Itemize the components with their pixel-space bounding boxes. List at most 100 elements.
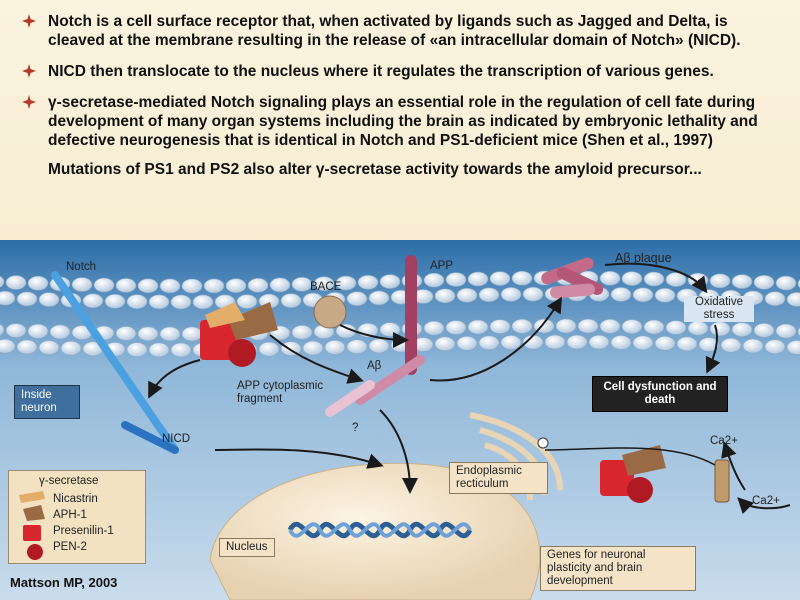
lipid-head — [500, 335, 522, 350]
lipid-head — [0, 338, 16, 354]
bace-enzyme — [313, 295, 347, 329]
arrow-secretase-to-app — [269, 334, 364, 384]
gamma-secretase-legend: γ-secretase Nicastrin APH-1 Presenilin-1… — [8, 470, 146, 564]
arrow-abeta-to-plaque — [429, 296, 563, 382]
arrow-calcium-in — [721, 441, 746, 491]
lipid-head — [71, 277, 93, 292]
label-oxidative-stress: Oxidative stress — [684, 296, 754, 322]
lipid-head — [0, 275, 5, 288]
lipid-head — [280, 293, 302, 308]
legend-title: γ-secretase — [39, 475, 99, 487]
lipid-head — [621, 319, 643, 334]
label-abeta-plaque: Aβ plaque — [615, 251, 672, 265]
lipid-head — [379, 322, 401, 337]
lipid-head — [478, 335, 500, 351]
label-cell-dysfunction: Cell dysfunction and death — [592, 376, 728, 412]
lipid-head — [181, 278, 203, 294]
lipid-head — [181, 326, 203, 342]
arrow-stress-to-dysfunction — [705, 324, 721, 374]
lipid-head — [445, 272, 467, 287]
lipid-head — [49, 324, 71, 340]
lipid-head — [599, 318, 621, 334]
lipid-head — [346, 339, 368, 354]
arrow-bace-to-app — [339, 324, 409, 348]
lipid-head — [500, 287, 522, 302]
lipid-head — [324, 340, 346, 355]
lipid-head — [632, 287, 654, 303]
lipid-head — [588, 334, 610, 350]
lipid-head — [632, 335, 654, 351]
citation: Mattson MP, 2003 — [10, 575, 118, 590]
lipid-head — [115, 278, 137, 293]
lipid-head — [302, 340, 324, 356]
arrow-fragment-to-nucleus — [379, 409, 418, 494]
lipid-head — [643, 271, 665, 287]
lipid-head — [555, 318, 577, 334]
lipid-head — [544, 334, 566, 350]
lipid-head — [313, 276, 335, 292]
legend-item-nicastrin: Nicastrin — [53, 493, 98, 505]
arrow-calcium-out — [737, 497, 791, 515]
lipid-head — [225, 278, 247, 293]
lipid-head — [38, 340, 60, 355]
arrow-nicd-to-nucleus — [214, 448, 384, 469]
lipid-head — [148, 342, 170, 358]
lipid-head — [357, 274, 379, 290]
lipid-head — [192, 294, 214, 310]
label-ca-in: Ca2+ — [710, 435, 738, 447]
lipid-head — [786, 292, 800, 307]
lipid-head — [115, 326, 137, 341]
label-notch: Notch — [66, 261, 97, 273]
lipid-head — [731, 322, 753, 337]
legend-item-presenilin: Presenilin-1 — [53, 525, 114, 537]
lipid-head — [566, 334, 588, 350]
label-inside-neuron: Inside neuron — [14, 385, 80, 419]
lipid-head — [335, 275, 357, 291]
pen2-swatch — [27, 544, 43, 560]
lipid-head — [126, 294, 148, 309]
lipid-head — [786, 340, 800, 355]
lipid-head — [764, 339, 786, 354]
lipid-head — [291, 277, 313, 292]
lipid-head — [27, 275, 49, 291]
presenilin-swatch — [23, 525, 41, 541]
lipid-head — [170, 342, 192, 358]
lipid-head — [137, 278, 159, 294]
lipid-head — [764, 291, 786, 306]
bullet-3: γ-secretase-mediated Notch signaling pla… — [18, 93, 788, 150]
lipid-head — [720, 337, 742, 353]
lipid-head — [159, 278, 181, 294]
lipid-head — [104, 293, 126, 309]
lipid-head — [203, 278, 225, 294]
label-app-fragment: APP cytoplasmic fragment — [237, 380, 324, 405]
lipid-head — [16, 339, 38, 355]
label-abeta: Aβ — [367, 360, 382, 372]
lipid-head — [445, 320, 467, 335]
label-nicd: NICD — [162, 433, 191, 445]
lipid-head — [346, 291, 368, 306]
lipid-head — [511, 318, 533, 334]
bullet-1: Notch is a cell surface receptor that, w… — [18, 12, 788, 50]
lipid-head — [0, 290, 16, 306]
lipid-head — [577, 318, 599, 334]
lipid-head — [610, 287, 632, 302]
lipid-head — [511, 270, 533, 286]
label-question: ? — [352, 422, 359, 434]
lipid-head — [126, 342, 148, 357]
label-ca-out: Ca2+ — [752, 495, 780, 507]
lipid-head — [423, 272, 445, 288]
lipid-head — [654, 335, 676, 351]
lipid-head — [159, 326, 181, 342]
lipid-head — [522, 286, 544, 302]
lipid-head — [423, 320, 445, 336]
bullet-3-text: γ-secretase-mediated Notch signaling pla… — [48, 94, 758, 149]
lipid-head — [665, 272, 687, 287]
lipid-head — [0, 323, 5, 336]
nucleus-shape — [209, 462, 541, 600]
lipid-head — [137, 326, 159, 342]
arrow-secretase-to-notch — [148, 359, 201, 399]
nicastrin-swatch — [19, 491, 45, 503]
aph1-swatch — [23, 505, 45, 521]
lipid-head — [709, 321, 731, 337]
